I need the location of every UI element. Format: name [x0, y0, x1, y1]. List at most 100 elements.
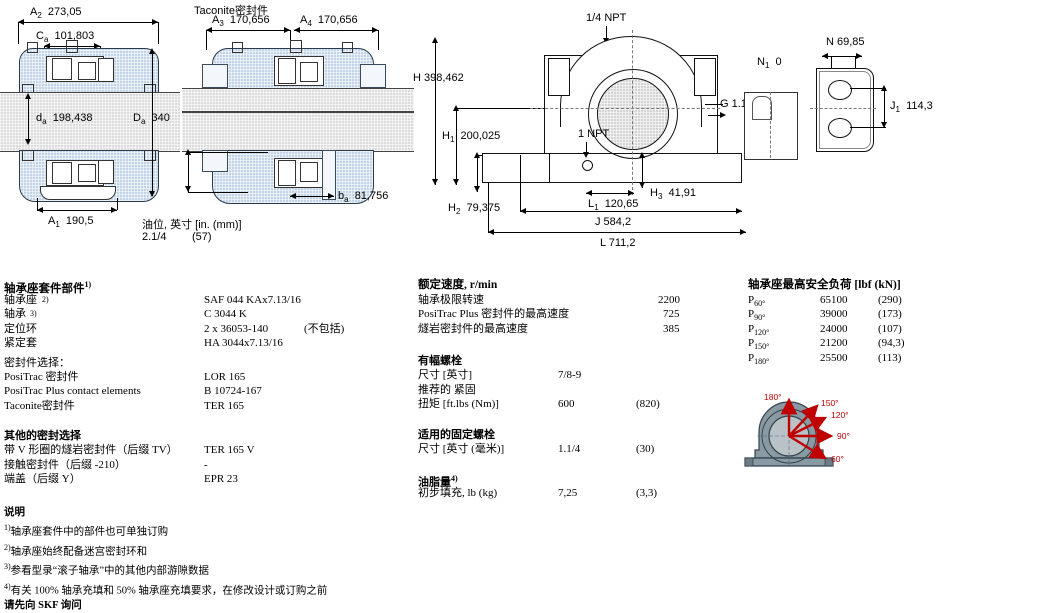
t-bolt-ul	[232, 42, 243, 53]
grease-row-0-value2: (3,3)	[636, 487, 658, 499]
angle-label-120: 120°	[831, 410, 849, 420]
dim-N-label: N 69,85	[826, 36, 865, 48]
seal-lr	[144, 150, 156, 161]
roller-l1	[52, 162, 72, 184]
seal-row-0: PosiTrac 密封件 LOR 165	[4, 370, 404, 385]
dim-arrow-a3-right	[284, 27, 290, 33]
other-seal-heading-row: 其他的密封选择	[4, 413, 404, 443]
dim-arrow-ca-right	[94, 43, 100, 49]
dim-arrow-ba-right	[328, 193, 334, 199]
hold-bolt-row-0-value: 1.1/4	[558, 442, 581, 455]
angle-label-90: 90°	[837, 431, 850, 441]
centerline-vertical	[632, 30, 633, 195]
t-roller-u1	[278, 58, 296, 84]
other-seal-row-2-label: 端盖（后缀 Y）	[4, 473, 81, 485]
dim-a1-label: A1 190,5	[48, 215, 94, 230]
dim-J1-label: J1 114,3	[890, 100, 933, 115]
cap-bolt-row-2-value: 600	[558, 398, 575, 410]
taconite-seal-left-lower	[202, 150, 228, 172]
dim-line-h-left	[188, 152, 189, 192]
leader-quarter-npt	[606, 26, 607, 40]
speed-row-0-value: 2200	[658, 293, 680, 306]
arrow-L-right	[740, 229, 746, 235]
cap-bolt-row-0-value: 7/8-9	[558, 369, 582, 381]
grease-row-0: 初步填充, lb (kg) 7,25 (3,3)	[418, 486, 738, 501]
load-row-4: P180° 25500 (113)	[748, 351, 1038, 366]
dim-da-label: da 198,438	[36, 112, 93, 127]
g-detail-bolt	[752, 96, 772, 120]
drain-port	[582, 160, 593, 171]
cap-bolt-row-0: 尺寸 [英寸] 7/8-9	[418, 368, 738, 383]
cap-bolt-right	[694, 58, 716, 96]
dim-line-J	[520, 211, 742, 212]
taconite-shaft-bottom	[182, 112, 414, 152]
load-row-1-label: P90°	[748, 308, 766, 323]
seal-select-heading: 密封件选择：	[4, 356, 70, 369]
taconite-seal-right	[360, 64, 386, 88]
t-roller-u2	[300, 62, 318, 82]
hold-bolt-heading-row: 适用的固定螺栓	[418, 412, 738, 442]
seal-select-heading-row: 密封件选择：	[4, 351, 404, 370]
taconite-seal-right-lower	[322, 150, 336, 200]
speed-row-1-label: PosiTrac Plus 密封件的最高速度	[418, 308, 570, 320]
dim-arrow-ba-left	[290, 193, 296, 199]
taconite-bearing-lower	[274, 158, 324, 188]
foot-hole-upper	[828, 80, 852, 100]
dim-line-ba	[290, 196, 334, 197]
angle-label-60: 60°	[831, 454, 844, 464]
load-row-3: P150° 21200 (94,3)	[748, 336, 1038, 351]
load-row-1: P90° 39000 (173)	[748, 307, 1038, 322]
base-recess	[40, 186, 116, 200]
taconite-seal-left	[202, 64, 228, 88]
bolt-head-ul	[27, 42, 38, 53]
left-row-2-label: 定位环	[4, 322, 37, 335]
right-text-column: 轴承座最高安全负荷 [lbf (kN)] P60° 65100 (290) P9…	[748, 278, 1038, 366]
oil-level-value-in: 2.1/4	[142, 231, 167, 243]
grease-heading: 油脂量4)	[418, 474, 458, 489]
arrow-H3-down	[639, 182, 645, 188]
ext-H1-top	[456, 108, 546, 109]
arrow-H3-up	[639, 152, 645, 158]
footnotes-closing: 请先向 SKF 询问	[4, 600, 82, 611]
sleeve-u	[98, 58, 114, 82]
ext-h-upper	[188, 152, 268, 153]
other-seal-row-0: 带 V 形圈的燧岩密封件（后缀 TV） TER 165 V	[4, 443, 404, 458]
ext-a2-l	[18, 22, 19, 44]
cap-bolt-row-1-label: 推荐的 紧固	[418, 383, 476, 396]
angle-labels: 180° 150° 120° 90° 60°	[764, 392, 850, 464]
seal-row-2-value: TER 165	[204, 399, 245, 412]
load-heading: 轴承座最高安全负荷 [lbf (kN)]	[748, 279, 901, 291]
dim-line-H	[435, 40, 436, 185]
foot-plate-inner	[819, 71, 871, 149]
leader-arrow-one-npt	[583, 152, 589, 158]
left-row-1-value: C 3044 K	[204, 308, 247, 320]
sleeve-l	[98, 160, 114, 184]
speed-row-1-value: 725	[663, 308, 680, 320]
seal-row-0-label: PosiTrac 密封件	[4, 370, 79, 383]
shaft-section	[0, 92, 180, 152]
label-quarter-npt: 1/4 NPT	[586, 12, 627, 24]
bolt-head-uc	[66, 40, 78, 53]
other-seal-row-2-value: EPR 23	[204, 473, 238, 485]
dim-arrow-a4-left	[294, 27, 300, 33]
seal-row-2-label: Taconite密封件	[4, 399, 75, 412]
left-row-0-sup: 2)	[42, 294, 49, 304]
label-one-npt: 1 NPT	[578, 128, 610, 140]
left-row-0: 轴承座 2) SAF 044 KAx7.13/16	[4, 293, 404, 308]
figure-taconite-seals: Taconite密封件 A3 170,656 A4 170,656	[142, 0, 414, 265]
dim-J-label: J 584,2	[595, 216, 632, 228]
figure-taconite-title: Taconite密封件	[194, 5, 268, 17]
left-col-heading-text: 轴承座套件部件	[4, 282, 85, 295]
cap-bolt-row-2-value2: (820)	[636, 398, 660, 410]
other-seal-heading: 其他的密封选择	[4, 430, 81, 442]
load-row-1-value2: (173)	[878, 308, 902, 320]
arrow-G	[720, 112, 726, 118]
arrow-L1-right	[628, 190, 634, 196]
dim-line-a2	[18, 22, 158, 23]
dim-arrow-a1-left	[37, 207, 43, 213]
other-seal-row-0-label: 带 V 形圈的燧岩密封件（后缀 TV）	[4, 444, 178, 456]
t-roller-l1	[278, 160, 296, 186]
cap-bolt-heading-row: 有幅螺栓	[418, 336, 738, 368]
dim-line-J1	[884, 88, 885, 128]
